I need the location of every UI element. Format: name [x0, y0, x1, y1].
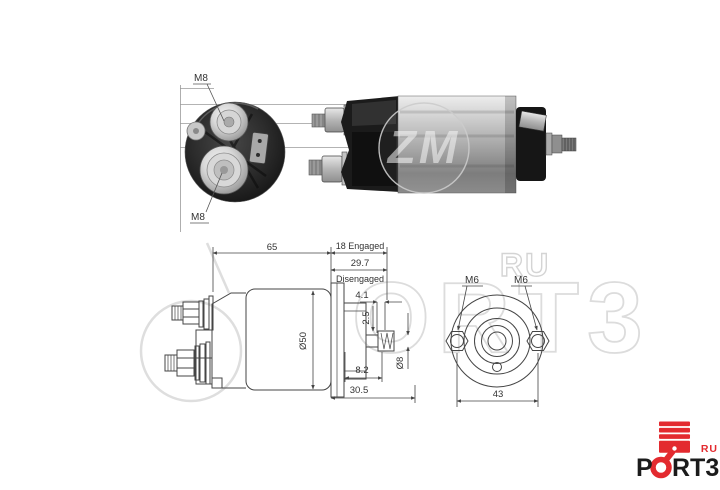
dim-30-5: 30.5	[350, 385, 369, 396]
flange-screw	[492, 362, 502, 372]
drawing-cap	[211, 292, 246, 389]
side-view-photo: ZM	[308, 95, 577, 194]
photo-rod-thread	[561, 137, 577, 152]
drawing-stud-top	[171, 295, 214, 331]
photo-cylinder	[397, 95, 517, 194]
dim-65: 65	[267, 242, 278, 253]
label-m6-left: M6	[465, 275, 479, 286]
m6-left-leader	[457, 285, 468, 331]
photo-housing-base	[352, 132, 396, 186]
port3-logo: P RT3 RU	[636, 421, 719, 482]
watermark-rod-line	[205, 242, 231, 294]
watermark-letters: ORT3	[352, 262, 651, 374]
dim-4-1: 4.1	[355, 290, 368, 301]
connector-body	[248, 131, 269, 165]
logo-letters-rt3: RT3	[672, 454, 719, 482]
dim-d50: Ø50	[298, 332, 309, 350]
end-view-photo: M8 M8	[184, 73, 286, 224]
label-disengaged: Disengaged	[336, 274, 384, 284]
side-drawing-dimensions	[212, 247, 416, 403]
ext-lines-4-1	[376, 302, 386, 333]
drawing-tip	[377, 330, 395, 352]
photo-rod-thread-lines	[564, 138, 575, 151]
flange-drawing	[445, 285, 550, 407]
photo-end-clip	[518, 110, 547, 132]
flange-mid-circle	[474, 318, 520, 364]
terminal-top-stud	[223, 116, 235, 128]
connector-hole-2	[256, 152, 261, 157]
drawing-stud-bottom	[164, 341, 211, 385]
piston-rod-ring	[650, 456, 672, 479]
label-m6-right: M6	[514, 275, 528, 286]
dim-18-engaged: 18 Engaged	[336, 241, 385, 251]
terminal-bottom-stud	[220, 166, 228, 174]
ext-lines-43	[456, 353, 539, 407]
photo-rod-nut	[551, 134, 563, 154]
zm-watermark-text: ZM	[386, 121, 460, 173]
watermark-rod-ring	[139, 299, 243, 403]
piston-icon	[659, 421, 690, 467]
dim-2-5: 2.5	[361, 311, 372, 324]
photo-rod-washer	[545, 132, 553, 156]
photo-stud-bottom	[308, 151, 348, 186]
drawing-collar-steps	[344, 310, 366, 372]
drawing-body	[245, 288, 332, 391]
small-terminal-center	[193, 128, 199, 134]
drawing-tip-ridges	[380, 332, 394, 350]
spade-connector	[248, 131, 269, 165]
label-m8-top-leader	[193, 83, 225, 122]
label-m8-bottom: M8	[191, 212, 205, 223]
zm-watermark-circle	[378, 102, 470, 194]
photo-housing-highlight	[352, 100, 396, 126]
dim-29-7: 29.7	[351, 258, 370, 269]
side-drawing-dim-texts: 65 18 Engaged 29.7 Disengaged 4.1 2.5 Ø5…	[267, 241, 406, 396]
flange-dim-texts: M6 M6 43	[465, 275, 528, 400]
connector-hole-1	[257, 139, 262, 144]
dim-d8: Ø8	[395, 357, 406, 370]
m6-right-leader	[524, 285, 538, 331]
side-view-drawing	[164, 247, 416, 403]
flange-bolt-left	[445, 331, 469, 351]
dim-8-2: 8.2	[355, 365, 368, 376]
photo-cylinder-shade	[505, 96, 516, 193]
logo-letter-p: P	[636, 454, 653, 482]
drawing-flange	[330, 282, 345, 398]
flange-inner-circle	[481, 325, 513, 357]
watermark-ru: RU	[500, 247, 550, 283]
port3-watermark: ORT3 RU	[139, 242, 651, 403]
flange-bore-circle	[487, 331, 507, 351]
flange-dimensions	[456, 285, 539, 407]
logo-ru: RU	[701, 443, 718, 455]
label-m8-bottom-leader	[190, 172, 223, 224]
flange-bolt-right	[526, 331, 550, 351]
photo-cylinder-texture	[400, 110, 514, 168]
label-m8-top: M8	[194, 73, 208, 84]
dim-43: 43	[493, 389, 504, 400]
